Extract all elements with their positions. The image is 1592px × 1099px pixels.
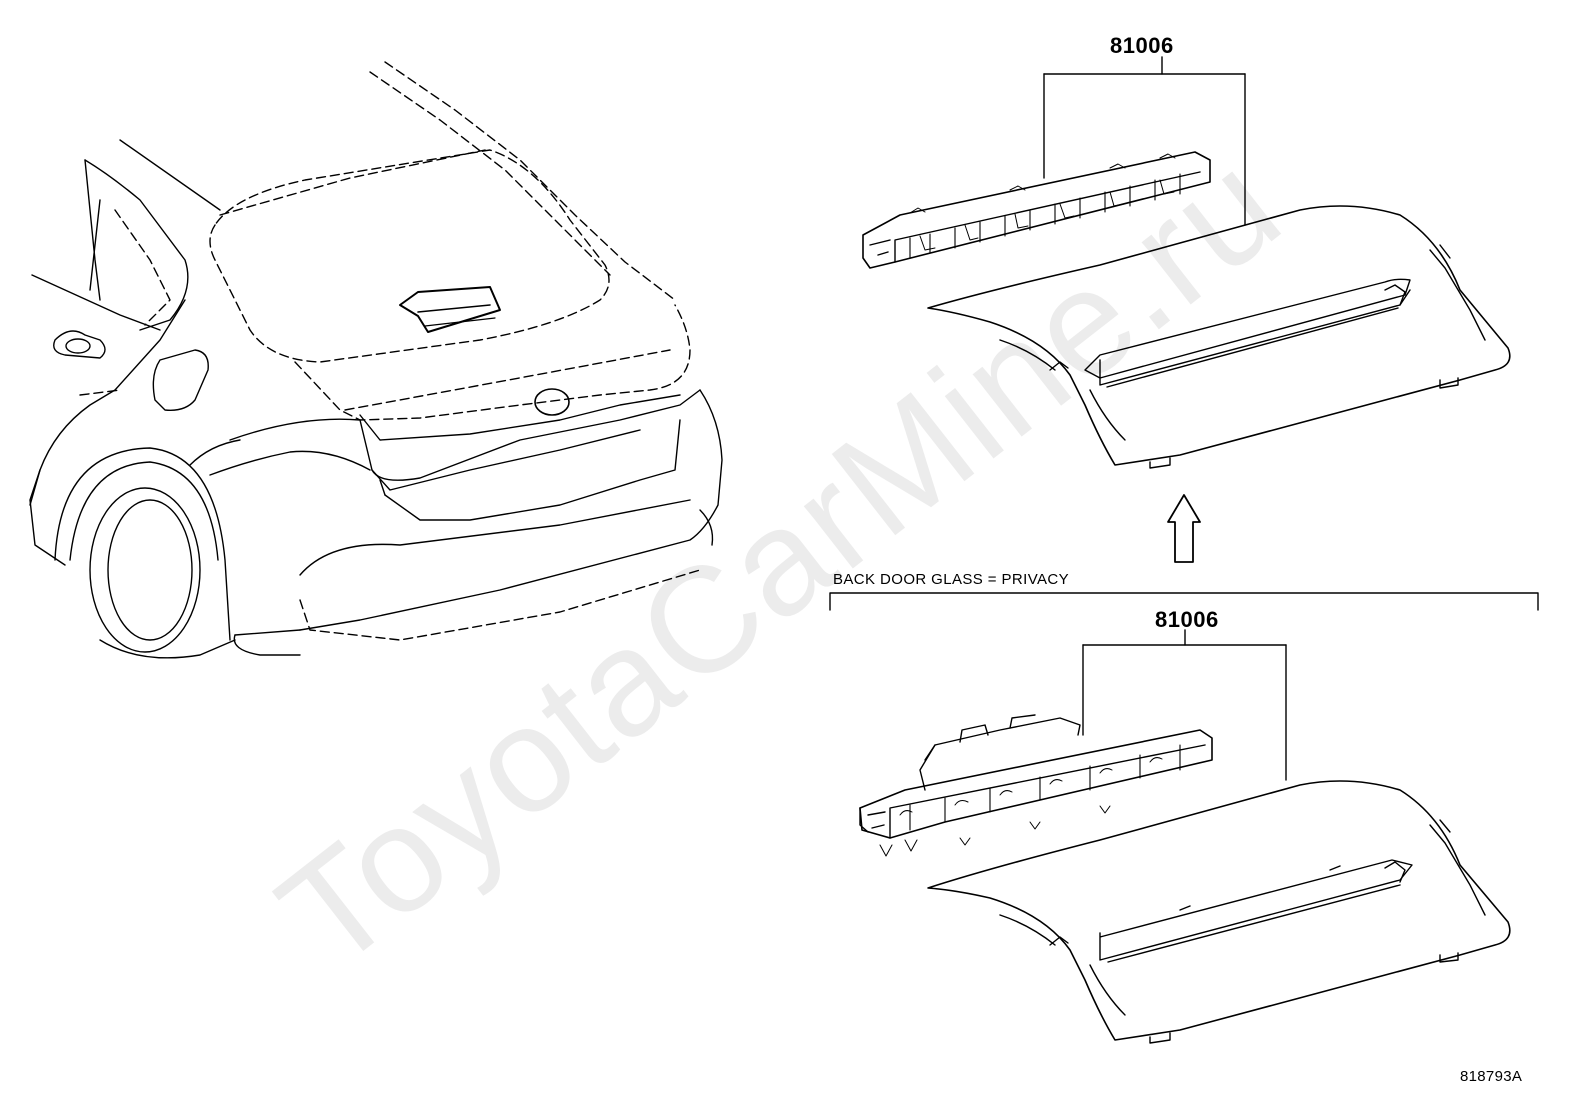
up-arrow [1167, 494, 1201, 563]
stop-lamp-unit-upper [862, 151, 1211, 269]
stop-lamp-unit-lower [859, 714, 1213, 857]
stop-lamp-cover-upper [927, 205, 1511, 469]
condition-bracket [829, 592, 1539, 611]
car-rear-view [29, 61, 723, 659]
part-number-upper: 81006 [1110, 33, 1174, 58]
upper-assembly [862, 56, 1511, 563]
part-number-lower: 81006 [1155, 607, 1219, 632]
illustration-code: 818793A [1460, 1068, 1523, 1085]
stop-lamp-cover-lower [927, 780, 1511, 1044]
lower-assembly [859, 629, 1511, 1044]
condition-note: BACK DOOR GLASS = PRIVACY [833, 571, 1070, 588]
